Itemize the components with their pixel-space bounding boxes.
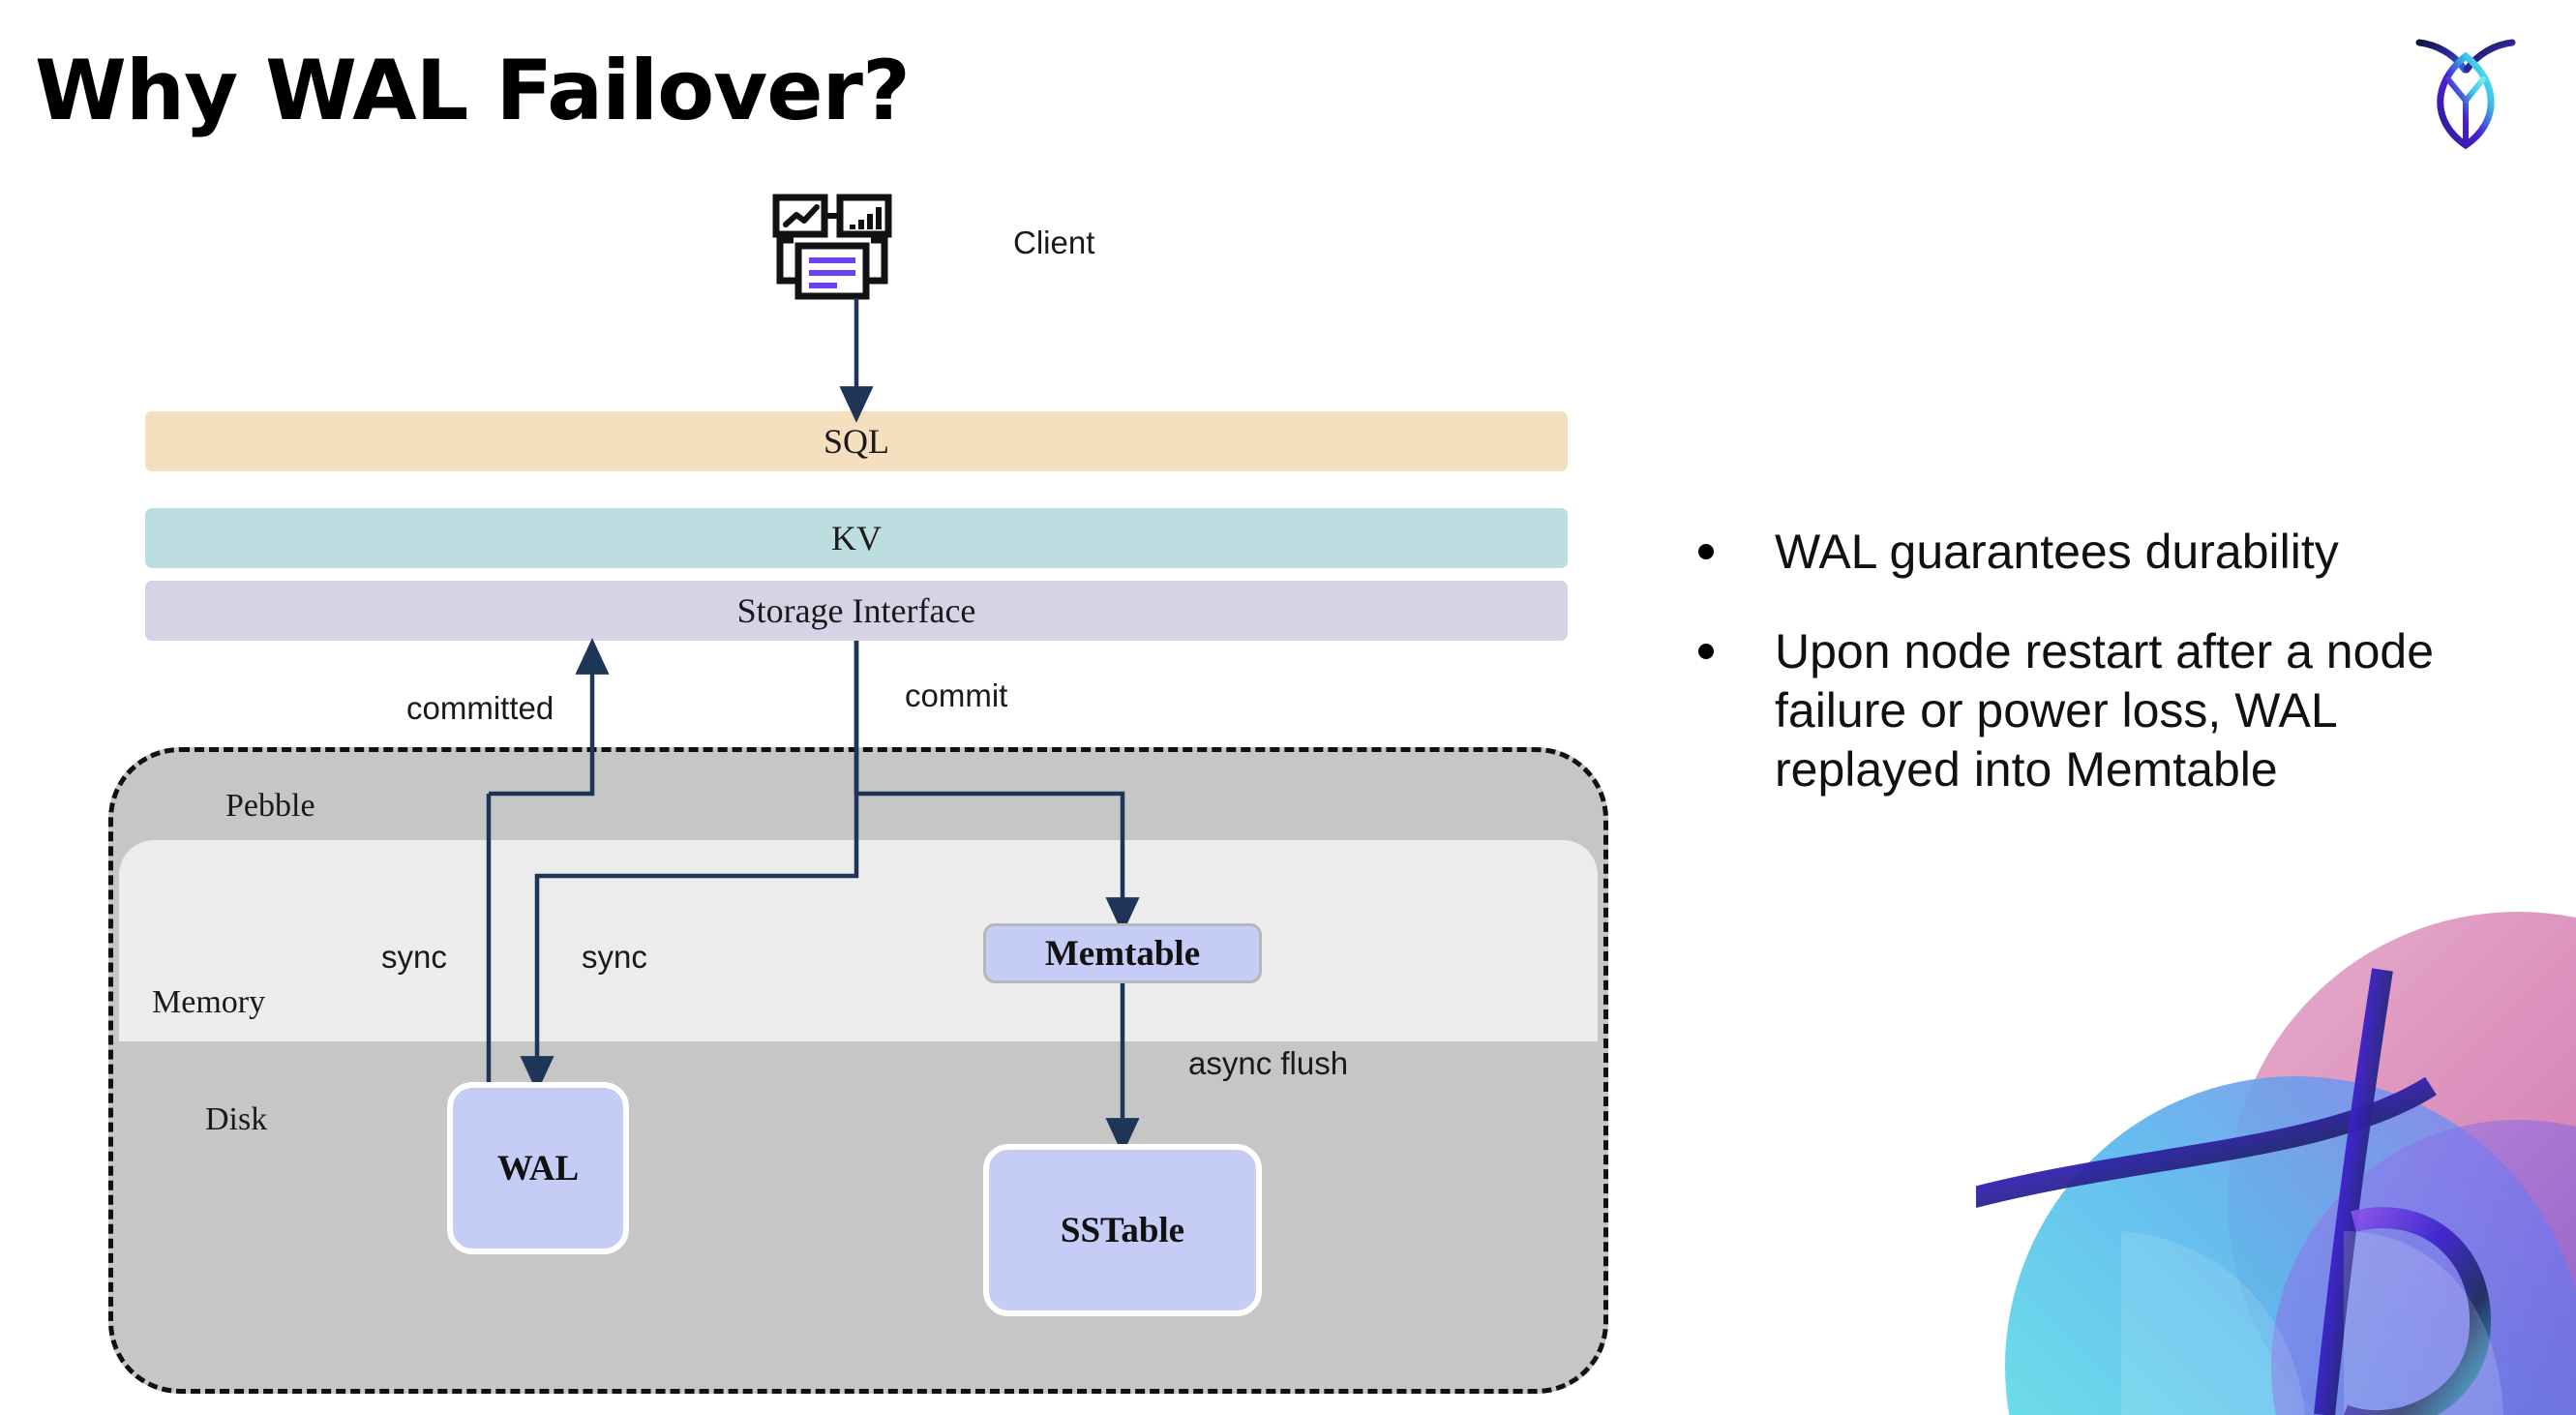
client-label: Client (1013, 225, 1095, 260)
edge-label-sync-right: sync (582, 939, 647, 975)
disk-label: Disk (205, 1101, 268, 1137)
list-item: WAL guarantees durability (1698, 523, 2511, 582)
list-item: Upon node restart after a node failure o… (1698, 622, 2511, 799)
node-memtable: Memtable (983, 923, 1262, 983)
pebble-label: Pebble (225, 788, 315, 824)
bullet-dot-icon (1698, 544, 1714, 559)
bullet-dot-icon (1698, 644, 1714, 659)
node-sstable: SSTable (983, 1144, 1262, 1316)
bullet-text: Upon node restart after a node failure o… (1775, 624, 2435, 797)
node-wal: WAL (447, 1082, 629, 1254)
edge-label-sync-left: sync (381, 939, 447, 975)
architecture-diagram: Client SQL KV Storage Interface Pebble M… (108, 194, 1608, 1394)
layer-kv: KV (145, 508, 1568, 568)
diagram-connectors (486, 298, 1140, 1254)
memory-label: Memory (152, 984, 266, 1020)
decorative-logo-artwork (1976, 912, 2576, 1415)
edge-label-commit: commit (905, 677, 1008, 713)
bullet-list: WAL guarantees durability Upon node rest… (1698, 523, 2511, 840)
edge-label-committed: committed (406, 690, 554, 726)
layer-sql: SQL (145, 411, 1568, 471)
cockroachdb-logo-icon (2408, 29, 2524, 150)
page-title: Why WAL Failover? (35, 43, 911, 139)
layer-storage-interface: Storage Interface (145, 581, 1568, 641)
edge-label-async-flush: async flush (1188, 1045, 1349, 1081)
bullet-text: WAL guarantees durability (1775, 525, 2339, 579)
client-device-icon (772, 194, 929, 312)
